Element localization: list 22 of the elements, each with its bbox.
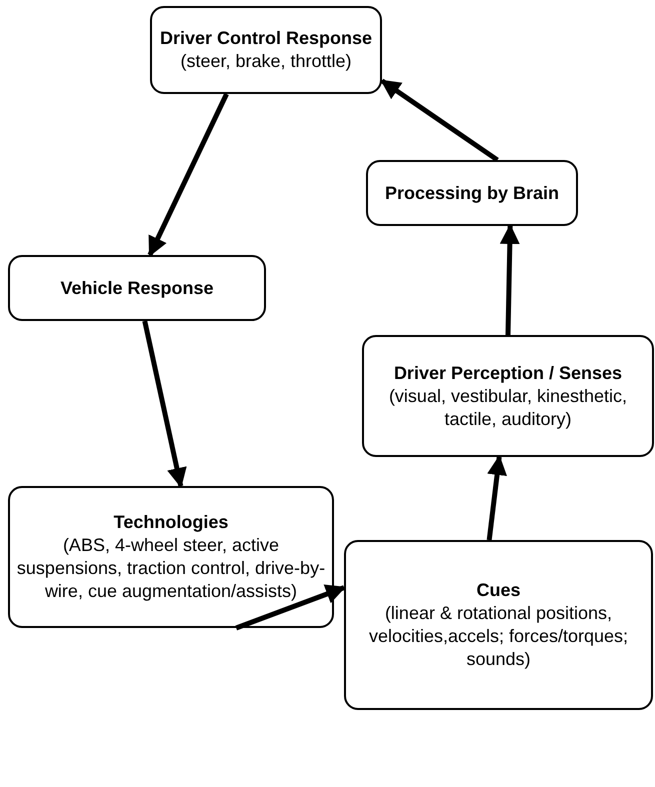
process-box <box>8 255 266 321</box>
arrow <box>380 78 499 162</box>
box-description: (visual, vestibular, kinesthetic, tactile, auditory) <box>388 384 628 430</box>
arrow <box>235 584 346 630</box>
process-box <box>8 486 334 628</box>
box-description: (linear & rotational positions, velocities,accels; forces/torques; sounds) <box>368 602 630 671</box>
arrow <box>148 92 229 257</box>
process-box <box>362 335 654 457</box>
box-heading: Vehicle Response <box>60 276 214 300</box>
arrow <box>486 455 508 540</box>
box-heading: Cues <box>476 579 520 602</box>
box-heading: Driver Perception / Senses <box>394 362 622 384</box>
arrow <box>142 320 187 488</box>
arrow <box>500 224 520 336</box>
process-box <box>150 6 382 94</box>
box-description: (steer, brake, throttle) <box>180 50 352 73</box>
box-heading: Driver Control Response <box>160 27 372 50</box>
box-heading: Processing by Brain <box>384 182 560 204</box>
process-box <box>344 540 653 710</box>
box-heading: Technologies <box>114 511 228 534</box>
process-box <box>366 160 578 226</box>
box-description: (ABS, 4-wheel steer, active suspensions, traction control, drive-by-wire, cue augmentation/assists) <box>16 534 326 603</box>
